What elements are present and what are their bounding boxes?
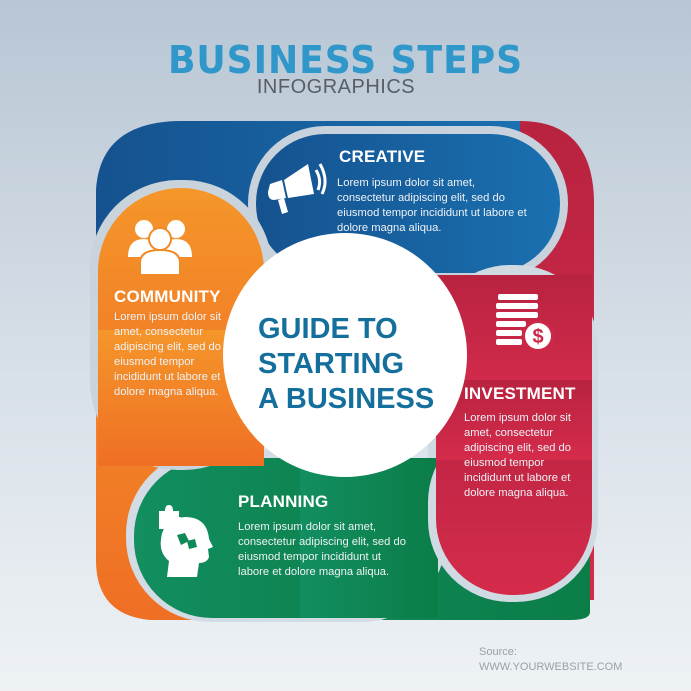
people-group-icon [126, 217, 194, 280]
community-text: Lorem ipsum dolor sit amet, consectetur … [114, 311, 221, 398]
center-heading: GUIDE TO STARTING A BUSINESS [258, 312, 458, 417]
center-circle [223, 233, 467, 477]
center-line-1: GUIDE TO [258, 313, 398, 345]
planning-text: Lorem ipsum dolor sit amet, consectetur … [238, 521, 406, 578]
center-line-2: STARTING [258, 348, 405, 380]
infographic-subtitle: INFOGRAPHICS [256, 76, 416, 98]
source-note: Source: WWW.YOURWEBSITE.COM [479, 645, 622, 675]
megaphone-icon [264, 160, 328, 221]
center-line-3: A BUSINESS [258, 383, 435, 415]
creative-label: CREATIVE [339, 147, 426, 166]
infographic-title: BUSINESS STEPS [167, 38, 524, 82]
investment-text: Lorem ipsum dolor sit amet, consectetur … [464, 412, 571, 499]
head-puzzle-icon [157, 505, 215, 582]
source-label: Source: [479, 646, 517, 658]
creative-text: Lorem ipsum dolor sit amet, consectetur … [337, 177, 527, 234]
svg-text:$: $ [532, 326, 543, 348]
community-label: COMMUNITY [114, 287, 221, 306]
planning-label: PLANNING [238, 492, 329, 511]
investment-label: INVESTMENT [464, 384, 576, 403]
source-url[interactable]: WWW.YOURWEBSITE.COM [479, 661, 623, 673]
coins-dollar-icon: $ [494, 292, 556, 359]
